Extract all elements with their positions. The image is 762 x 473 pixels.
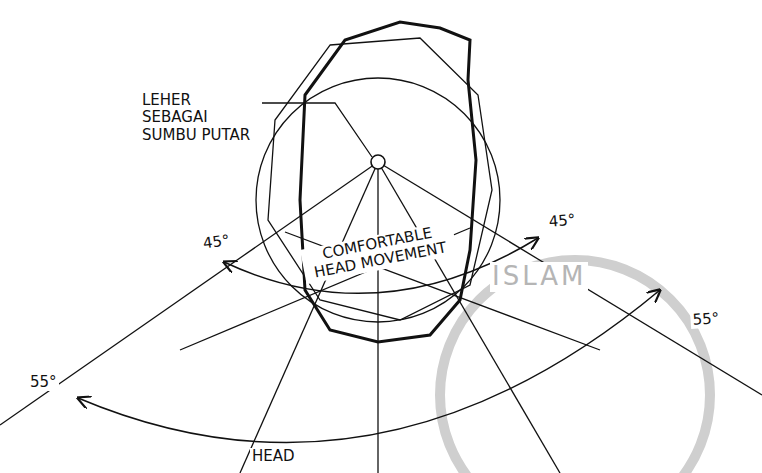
angle-label: 45° xyxy=(200,232,233,253)
watermark: ISLAM xyxy=(490,262,588,292)
rotation-rays xyxy=(0,162,762,473)
angle-label: 55° xyxy=(28,374,59,391)
angle-label: 45° xyxy=(546,211,578,231)
angle-label: 55° xyxy=(690,310,722,329)
maximum-arc xyxy=(78,290,660,443)
range-label: HEAD xyxy=(250,448,297,465)
leader-line xyxy=(262,103,372,157)
neck-pivot xyxy=(371,155,385,169)
pivot-label: LEHER SEBAGAI SUMBU PUTAR xyxy=(140,92,256,144)
watermark-ring xyxy=(440,260,710,473)
range-label: COMFORTABLE HEAD MOVEMENT xyxy=(300,221,458,284)
